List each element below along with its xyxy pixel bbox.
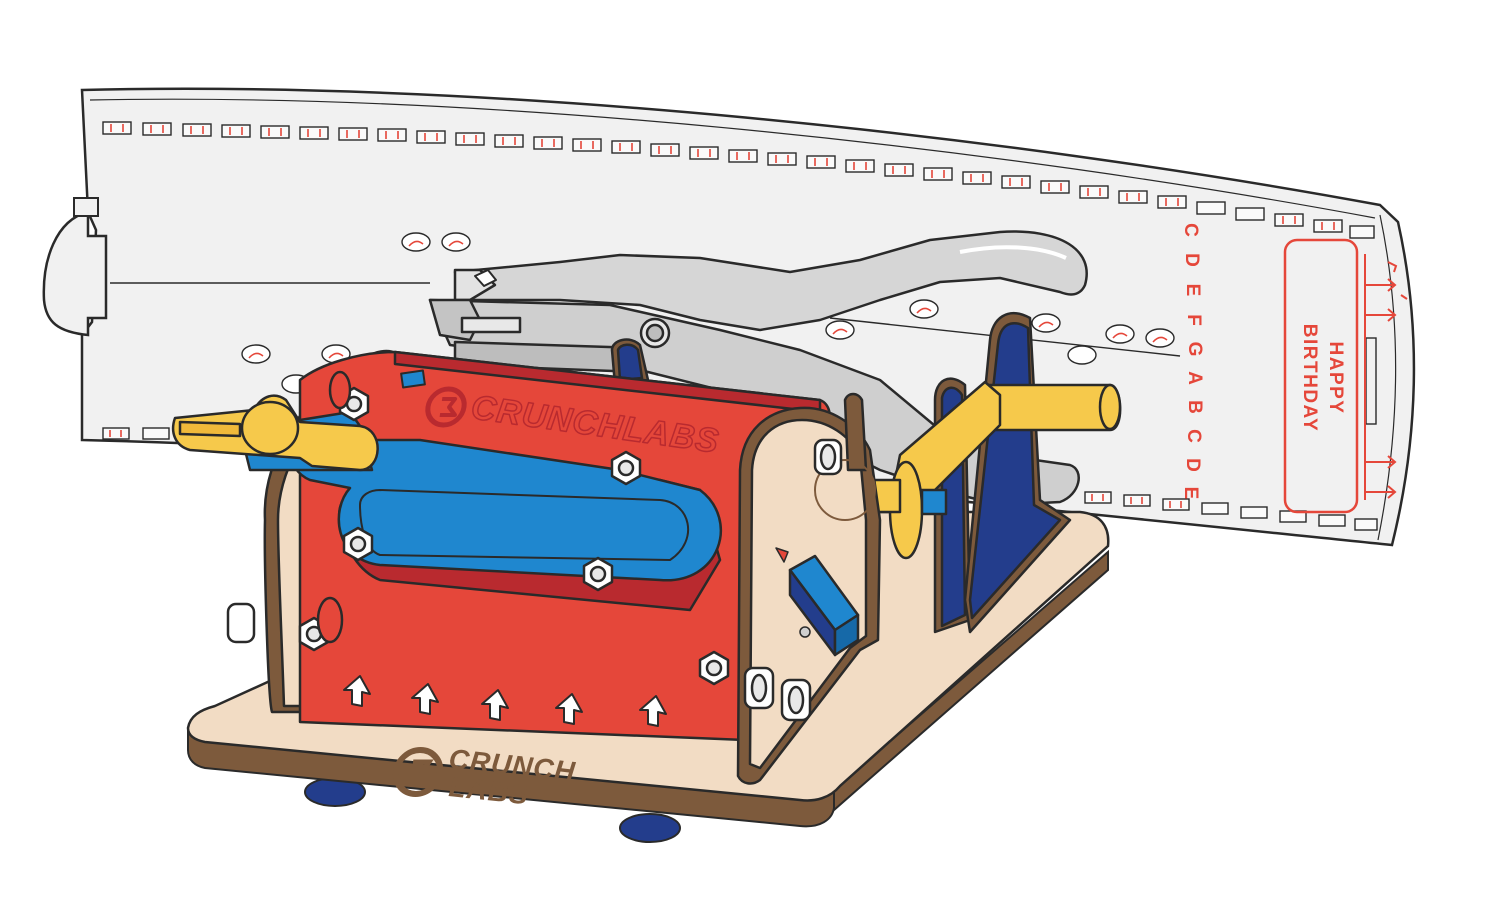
note-label: B bbox=[1184, 400, 1205, 414]
note-label: C bbox=[1183, 429, 1204, 443]
note-label: E bbox=[1182, 284, 1203, 297]
feed-knob bbox=[171, 394, 379, 472]
song-title-line-1: HAPPY bbox=[1325, 342, 1346, 415]
song-title-line-2: BIRTHDAY bbox=[1299, 324, 1320, 432]
spacer bbox=[226, 438, 843, 722]
note-label: D bbox=[1182, 458, 1203, 472]
punch-upper-handle bbox=[453, 230, 1088, 332]
strip-tab bbox=[42, 210, 108, 337]
note-label: G bbox=[1184, 342, 1205, 357]
song-label: HAPPY BIRTHDAY bbox=[1283, 238, 1377, 514]
right-arrow-icon bbox=[1364, 254, 1408, 500]
note-label: A bbox=[1184, 371, 1205, 385]
note-label: E bbox=[1180, 487, 1201, 500]
punch-drum-assembly: CRUNCHLABS bbox=[171, 338, 882, 785]
note-label: F bbox=[1183, 314, 1204, 326]
note-label: D bbox=[1181, 253, 1202, 267]
base-foot bbox=[619, 813, 681, 843]
note-label: C bbox=[1180, 223, 1201, 237]
up-arrow-icon bbox=[343, 675, 667, 727]
blue-toggle bbox=[775, 547, 860, 657]
sprocket-row-top bbox=[102, 121, 1375, 239]
note-labels: C D E F G A B C D E bbox=[1180, 223, 1205, 499]
sprocket-row-bottom bbox=[102, 427, 1378, 531]
crunchlabs-logo-icon bbox=[392, 747, 444, 797]
crunchlabs-logo-icon bbox=[425, 386, 467, 428]
